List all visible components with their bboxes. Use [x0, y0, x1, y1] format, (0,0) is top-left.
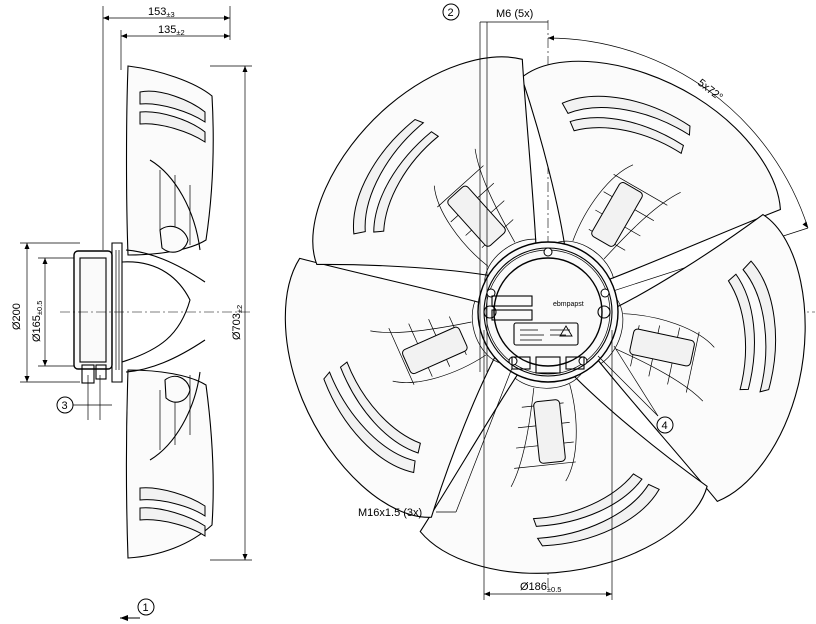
front-view: [248, 16, 816, 600]
svg-text:4: 4: [662, 420, 668, 432]
callout-1: 1: [120, 598, 155, 621]
dim-motor-diameter: Ø165±0.5: [31, 301, 44, 342]
side-view: [20, 6, 252, 561]
svg-text:2: 2: [448, 7, 454, 19]
label-m16-glands: M16x1.5 (3x): [358, 507, 422, 519]
dim-bolt-circle: Ø186±0.5: [520, 581, 561, 594]
svg-text:3: 3: [62, 400, 68, 412]
callout-2: 2: [442, 3, 460, 21]
label-m6-holes: M6 (5x): [496, 8, 533, 20]
callout-3: 3: [56, 396, 74, 414]
svg-text:1: 1: [143, 602, 149, 614]
callout-4: 4: [656, 416, 674, 434]
dim-fan-diameter: Ø703±2: [231, 305, 244, 340]
dim-flange-diameter: Ø200: [11, 303, 23, 330]
brand-label: ebmpapst: [553, 301, 584, 308]
dim-depth-blade: 135±2: [158, 24, 185, 37]
dim-depth-total: 153±3: [148, 6, 175, 19]
